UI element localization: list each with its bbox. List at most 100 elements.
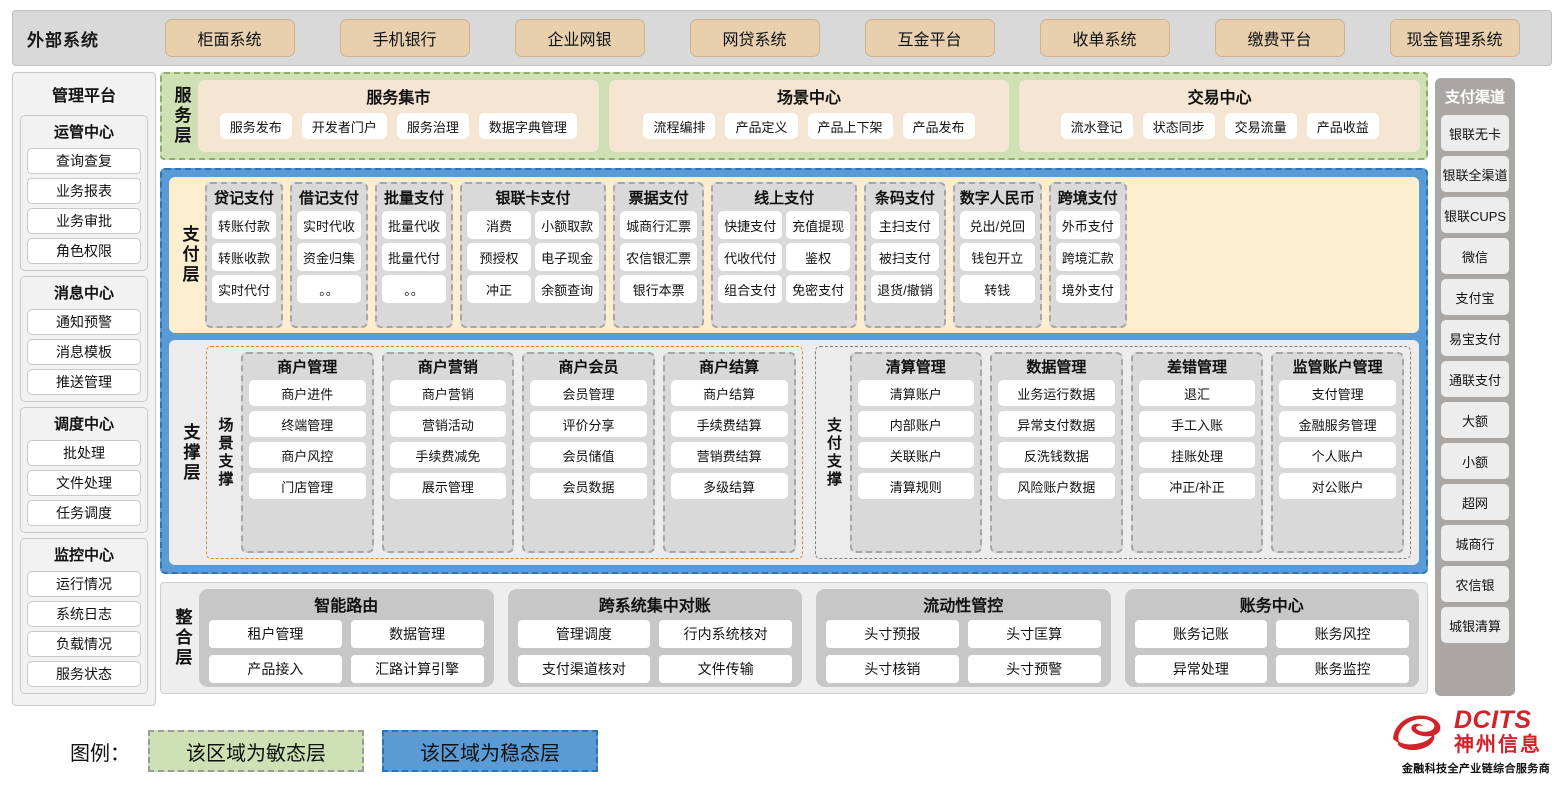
integration-item[interactable]: 头寸预报 [826, 620, 959, 648]
sidebar-item[interactable]: 通知预警 [27, 309, 141, 335]
support-item[interactable]: 会员管理 [530, 380, 647, 406]
payment-item[interactable]: 冲正 [467, 275, 532, 303]
sidebar-item[interactable]: 运行情况 [27, 571, 141, 597]
support-item[interactable]: 清算规则 [857, 473, 975, 499]
payment-item[interactable]: 转账收款 [212, 243, 277, 271]
support-item[interactable]: 内部账户 [857, 411, 975, 437]
support-item[interactable]: 金融服务管理 [1279, 411, 1396, 437]
integration-item[interactable]: 汇路计算引擎 [350, 655, 484, 683]
payment-channel-item[interactable]: 小额 [1441, 443, 1509, 479]
support-item[interactable]: 冲正/补正 [1138, 473, 1256, 499]
payment-item[interactable]: 转钱 [959, 275, 1035, 303]
payment-item[interactable]: 电子现金 [535, 243, 600, 271]
support-item[interactable]: 营销费结算 [670, 442, 788, 468]
support-item[interactable]: 手续费结算 [670, 411, 788, 437]
payment-channel-item[interactable]: 城商行 [1441, 525, 1509, 561]
support-item[interactable]: 商户营销 [389, 380, 507, 406]
external-system-item[interactable]: 手机银行 [339, 19, 470, 57]
support-item[interactable]: 评价分享 [530, 411, 647, 437]
support-item[interactable]: 清算账户 [857, 380, 975, 406]
support-item[interactable]: 业务运行数据 [998, 380, 1115, 406]
payment-item[interactable]: 免密支付 [786, 275, 851, 303]
payment-channel-item[interactable]: 银联无卡 [1441, 115, 1509, 151]
support-item[interactable]: 门店管理 [249, 473, 366, 499]
integration-item[interactable]: 数据管理 [350, 620, 484, 648]
sidebar-item[interactable]: 负载情况 [27, 631, 141, 657]
service-item[interactable]: 流程编排 [643, 113, 716, 139]
payment-item[interactable]: 转账付款 [212, 211, 277, 239]
integration-item[interactable]: 管理调度 [517, 620, 651, 648]
payment-item[interactable]: 跨境汇款 [1055, 243, 1120, 271]
payment-item[interactable]: 批量代收 [382, 211, 447, 239]
integration-item[interactable]: 头寸匡算 [967, 620, 1101, 648]
payment-item[interactable]: 钱包开立 [959, 243, 1035, 271]
service-item[interactable]: 数据字典管理 [478, 113, 577, 139]
integration-item[interactable]: 产品接入 [209, 655, 342, 683]
service-item[interactable]: 交易流量 [1224, 113, 1297, 139]
payment-item[interactable]: 主扫支付 [871, 211, 939, 239]
support-item[interactable]: 退汇 [1138, 380, 1256, 406]
support-item[interactable]: 商户风控 [249, 442, 366, 468]
payment-item[interactable]: 城商行汇票 [620, 211, 698, 239]
support-item[interactable]: 手工入账 [1138, 411, 1256, 437]
external-system-item[interactable]: 互金平台 [864, 19, 995, 57]
service-item[interactable]: 状态同步 [1142, 113, 1215, 139]
integration-item[interactable]: 支付渠道核对 [517, 655, 651, 683]
integration-item[interactable]: 账务监控 [1276, 655, 1409, 683]
integration-item[interactable]: 账务记账 [1134, 620, 1268, 648]
service-item[interactable]: 产品定义 [725, 113, 798, 139]
external-system-item[interactable]: 企业网银 [514, 19, 645, 57]
payment-channel-item[interactable]: 通联支付 [1441, 361, 1509, 397]
sidebar-item[interactable]: 推送管理 [27, 369, 141, 395]
integration-item[interactable]: 头寸预警 [967, 655, 1101, 683]
service-item[interactable]: 服务治理 [396, 113, 469, 139]
payment-channel-item[interactable]: 易宝支付 [1441, 320, 1509, 356]
payment-item[interactable]: 余额查询 [535, 275, 600, 303]
external-system-item[interactable]: 收单系统 [1039, 19, 1170, 57]
service-item[interactable]: 产品上下架 [807, 113, 893, 139]
sidebar-item[interactable]: 文件处理 [27, 470, 141, 496]
support-item[interactable]: 商户结算 [670, 380, 788, 406]
support-item[interactable]: 营销活动 [389, 411, 507, 437]
sidebar-item[interactable]: 服务状态 [27, 661, 141, 687]
support-item[interactable]: 反洗钱数据 [998, 442, 1115, 468]
payment-item[interactable]: 实时代付 [212, 275, 277, 303]
payment-channel-item[interactable]: 农信银 [1441, 566, 1509, 602]
service-item[interactable]: 开发者门户 [301, 113, 387, 139]
payment-item[interactable]: 退货/撤销 [871, 275, 939, 303]
support-item[interactable]: 会员储值 [530, 442, 647, 468]
payment-item[interactable]: 银行本票 [620, 275, 698, 303]
payment-channel-item[interactable]: 微信 [1441, 238, 1509, 274]
service-item[interactable]: 服务发布 [219, 113, 292, 139]
external-system-item[interactable]: 现金管理系统 [1389, 19, 1520, 57]
payment-channel-item[interactable]: 银联CUPS [1441, 197, 1509, 233]
external-system-item[interactable]: 网贷系统 [689, 19, 820, 57]
support-item[interactable]: 商户进件 [249, 380, 366, 406]
sidebar-item[interactable]: 批处理 [27, 440, 141, 466]
service-item[interactable]: 产品收益 [1306, 113, 1379, 139]
support-item[interactable]: 风险账户数据 [998, 473, 1115, 499]
payment-item[interactable]: 鉴权 [786, 243, 851, 271]
support-item[interactable]: 对公账户 [1279, 473, 1396, 499]
integration-item[interactable]: 账务风控 [1276, 620, 1409, 648]
service-item[interactable]: 流水登记 [1060, 113, 1133, 139]
payment-item[interactable]: 。。 [297, 275, 362, 303]
support-item[interactable]: 支付管理 [1279, 380, 1396, 406]
support-item[interactable]: 挂账处理 [1138, 442, 1256, 468]
integration-item[interactable]: 文件传输 [659, 655, 792, 683]
payment-item[interactable]: 充值提现 [786, 211, 851, 239]
payment-item[interactable]: 小额取款 [535, 211, 600, 239]
sidebar-item[interactable]: 业务审批 [27, 208, 141, 234]
external-system-item[interactable]: 缴费平台 [1214, 19, 1345, 57]
support-item[interactable]: 手续费减免 [389, 442, 507, 468]
integration-item[interactable]: 异常处理 [1134, 655, 1268, 683]
payment-channel-item[interactable]: 超网 [1441, 484, 1509, 520]
payment-item[interactable]: 外币支付 [1055, 211, 1120, 239]
sidebar-item[interactable]: 角色权限 [27, 238, 141, 264]
integration-item[interactable]: 行内系统核对 [659, 620, 792, 648]
payment-item[interactable]: 批量代付 [382, 243, 447, 271]
sidebar-item[interactable]: 任务调度 [27, 500, 141, 526]
support-item[interactable]: 展示管理 [389, 473, 507, 499]
payment-item[interactable]: 组合支付 [718, 275, 783, 303]
support-item[interactable]: 关联账户 [857, 442, 975, 468]
